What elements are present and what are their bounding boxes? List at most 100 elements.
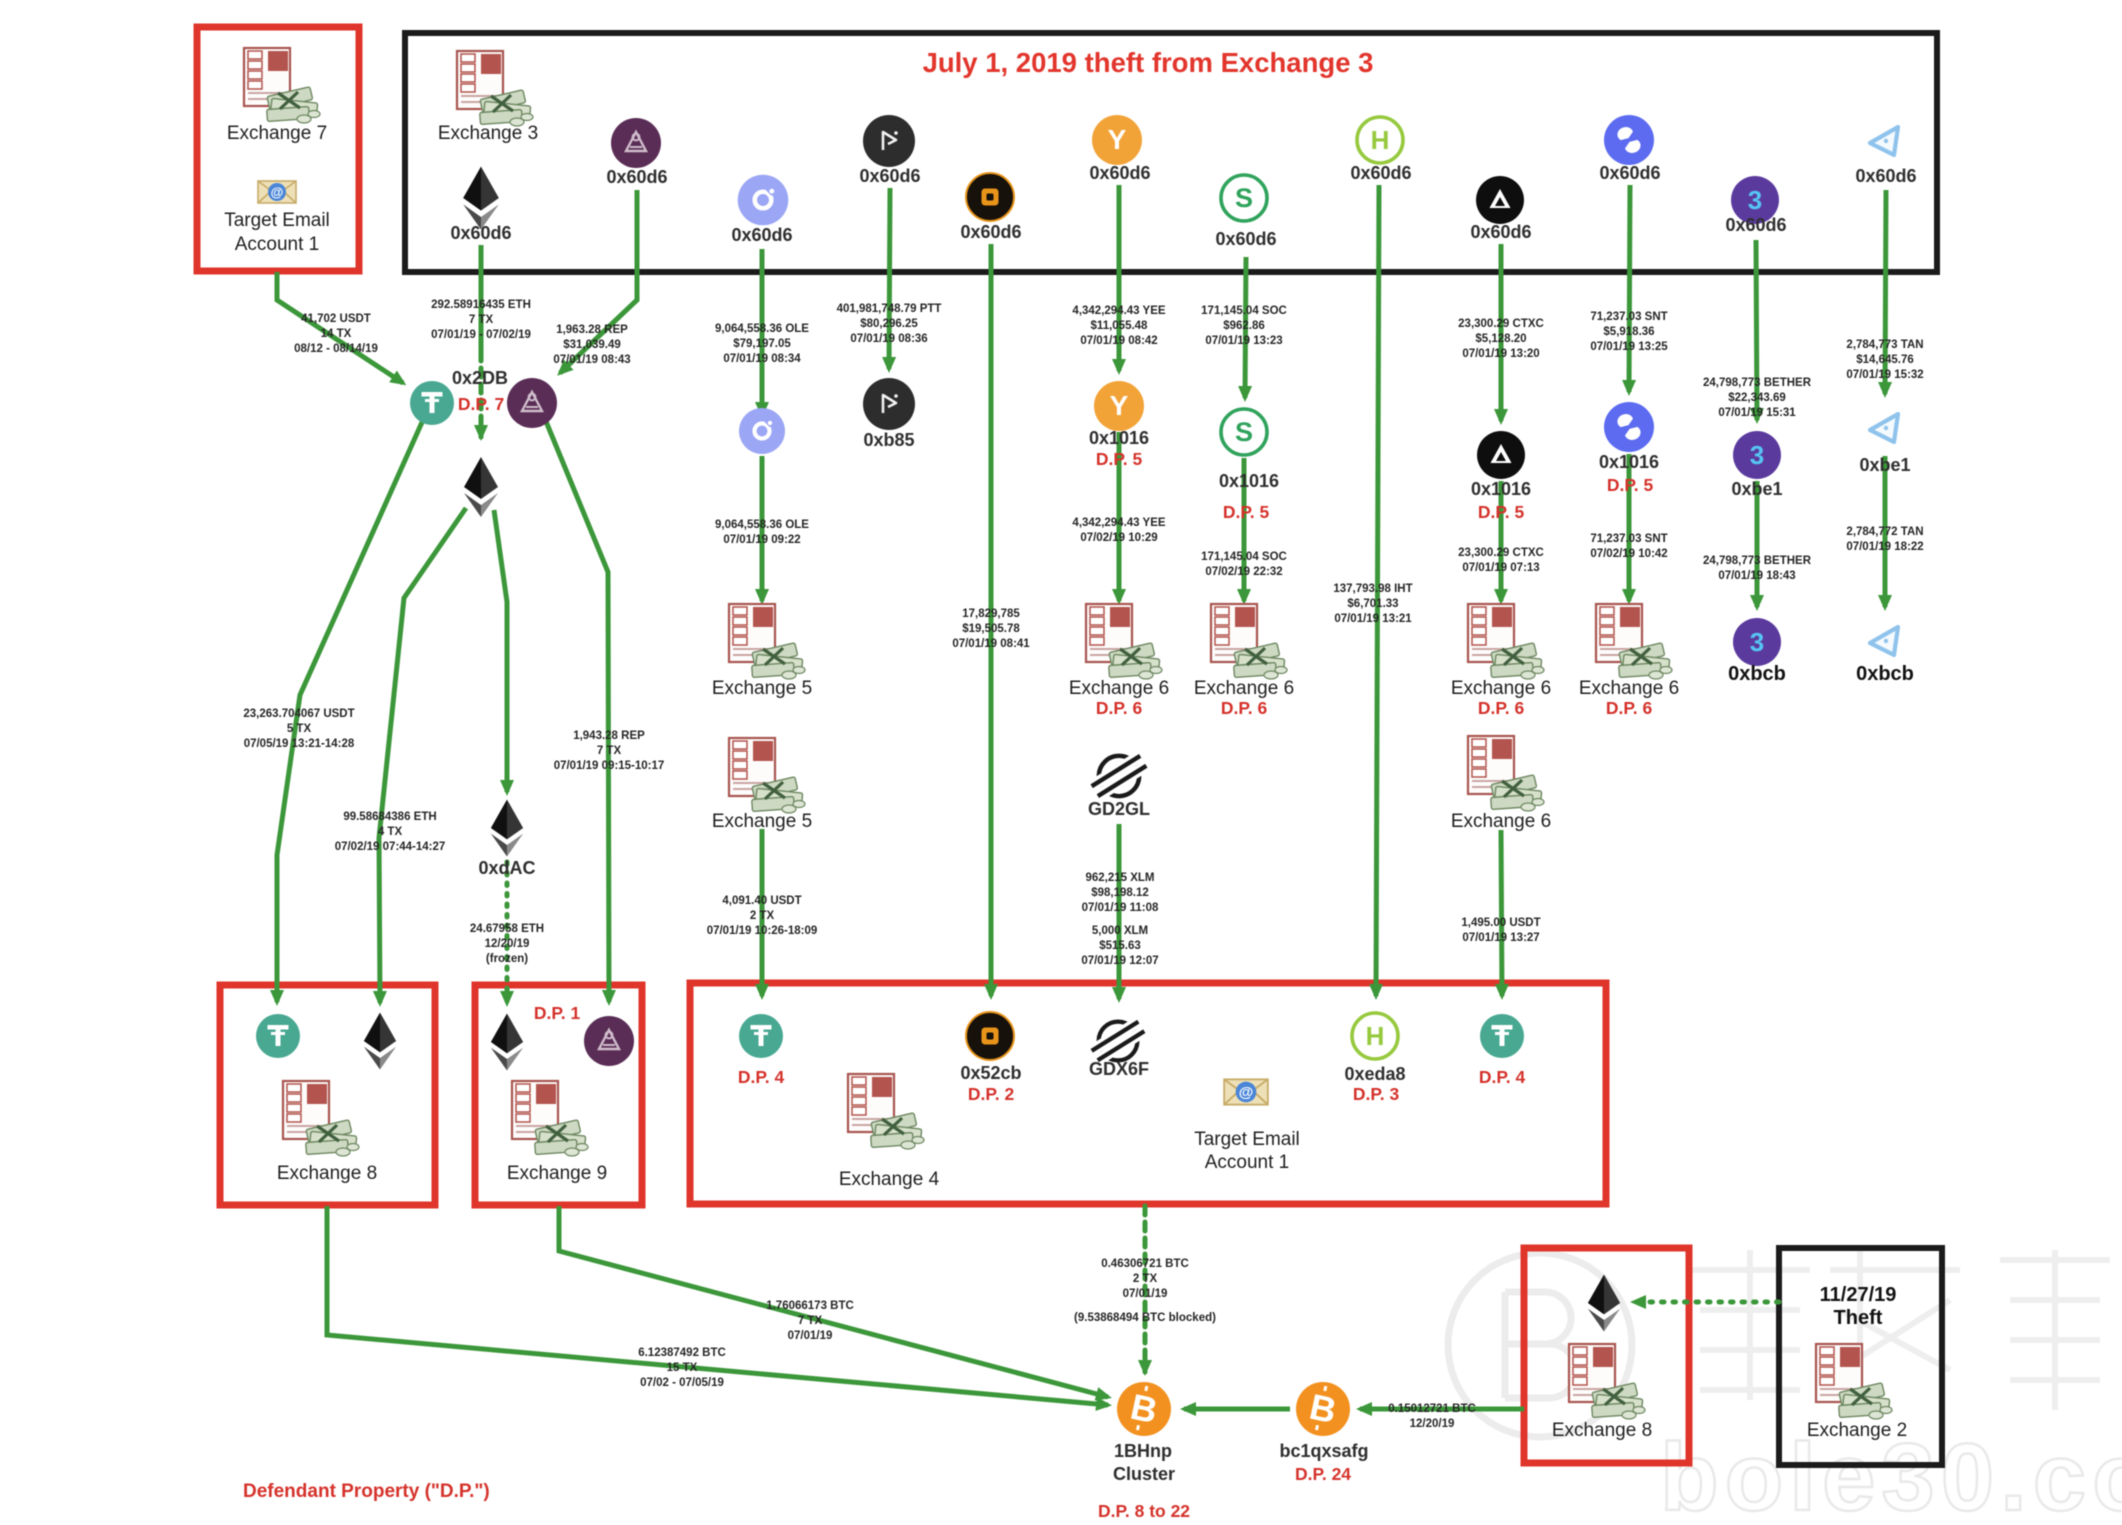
svg-text:$962.86: $962.86 — [1223, 320, 1265, 332]
svg-text:0x1016: 0x1016 — [1471, 479, 1531, 499]
svg-text:GDX6F: GDX6F — [1089, 1059, 1149, 1079]
svg-text:Exchange 3: Exchange 3 — [438, 123, 538, 144]
svg-text:07/02 - 07/05/19: 07/02 - 07/05/19 — [640, 1377, 724, 1389]
svg-text:Exchange 6: Exchange 6 — [1451, 811, 1551, 832]
svg-text:0x60d6: 0x60d6 — [1089, 163, 1150, 183]
svg-text:Exchange 5: Exchange 5 — [712, 678, 812, 699]
svg-text:(9.53868494 BTC blocked): (9.53868494 BTC blocked) — [1074, 1312, 1216, 1324]
svg-text:07/02/19 10:42: 07/02/19 10:42 — [1590, 548, 1667, 560]
svg-text:12/20/19: 12/20/19 — [485, 938, 530, 950]
svg-text:07/01/19 09:22: 07/01/19 09:22 — [723, 534, 800, 546]
svg-text:D.P. 4: D.P. 4 — [1479, 1067, 1526, 1087]
svg-text:1,963.28 REP: 1,963.28 REP — [556, 324, 628, 336]
svg-text:$6,701.33: $6,701.33 — [1347, 598, 1398, 610]
svg-text:D.P. 6: D.P. 6 — [1221, 698, 1268, 718]
svg-text:07/02/19 22:32: 07/02/19 22:32 — [1205, 566, 1282, 578]
svg-text:bc1qxsafg: bc1qxsafg — [1279, 1441, 1368, 1461]
svg-text:D.P. 6: D.P. 6 — [1478, 698, 1525, 718]
svg-text:137,793.98 IHT: 137,793.98 IHT — [1333, 583, 1412, 595]
svg-text:D.P. 8 to 22: D.P. 8 to 22 — [1098, 1501, 1190, 1520]
svg-text:0x60d6: 0x60d6 — [1215, 229, 1276, 249]
svg-text:07/01/19 - 07/02/19: 07/01/19 - 07/02/19 — [431, 329, 531, 341]
svg-text:Cluster: Cluster — [1113, 1464, 1175, 1484]
svg-text:July 1, 2019 theft from Exchan: July 1, 2019 theft from Exchange 3 — [923, 47, 1374, 78]
svg-text:Exchange 7: Exchange 7 — [227, 123, 327, 144]
svg-text:292.58916435 ETH: 292.58916435 ETH — [431, 299, 531, 311]
svg-text:0.46306721 BTC: 0.46306721 BTC — [1101, 1258, 1189, 1270]
svg-text:07/01/19 08:43: 07/01/19 08:43 — [553, 354, 630, 366]
svg-text:Exchange 6: Exchange 6 — [1451, 678, 1551, 699]
svg-text:07/01/19 13:27: 07/01/19 13:27 — [1462, 932, 1539, 944]
svg-text:Exchange 5: Exchange 5 — [712, 811, 812, 832]
svg-text:0x1016: 0x1016 — [1599, 452, 1659, 472]
svg-text:D.P. 1: D.P. 1 — [534, 1003, 581, 1023]
svg-text:1.76066173 BTC: 1.76066173 BTC — [766, 1300, 854, 1312]
svg-text:17,829,785: 17,829,785 — [962, 608, 1020, 620]
svg-text:Theft: Theft — [1834, 1307, 1883, 1329]
svg-text:24,798,773 BETHER: 24,798,773 BETHER — [1703, 555, 1812, 567]
svg-text:D.P. 5: D.P. 5 — [1096, 449, 1143, 469]
svg-text:07/01/19 09:15-10:17: 07/01/19 09:15-10:17 — [554, 760, 665, 772]
svg-text:D.P. 2: D.P. 2 — [968, 1084, 1015, 1104]
svg-text:14 TX: 14 TX — [321, 328, 352, 340]
svg-text:D.P. 5: D.P. 5 — [1478, 502, 1525, 522]
svg-text:0x60d6: 0x60d6 — [960, 222, 1021, 242]
svg-text:Exchange 9: Exchange 9 — [507, 1163, 607, 1184]
svg-text:08/12 - 08/14/19: 08/12 - 08/14/19 — [294, 343, 378, 355]
svg-text:$515.63: $515.63 — [1099, 940, 1141, 952]
svg-text:$11,055.48: $11,055.48 — [1091, 320, 1149, 332]
svg-text:Exchange 8: Exchange 8 — [1552, 1420, 1652, 1441]
svg-text:0xdAC: 0xdAC — [478, 858, 535, 878]
svg-text:2 TX: 2 TX — [750, 910, 775, 922]
svg-text:$5,128.20: $5,128.20 — [1475, 333, 1526, 345]
svg-text:Exchange 6: Exchange 6 — [1194, 678, 1294, 699]
svg-text:Account 1: Account 1 — [1205, 1152, 1290, 1173]
svg-text:24.67958 ETH: 24.67958 ETH — [470, 923, 544, 935]
svg-text:0xeda8: 0xeda8 — [1344, 1064, 1405, 1084]
svg-text:D.P. 5: D.P. 5 — [1223, 502, 1270, 522]
svg-text:D.P. 5: D.P. 5 — [1607, 475, 1654, 495]
svg-text:$19,505.78: $19,505.78 — [962, 623, 1020, 635]
svg-text:2,784,773 TAN: 2,784,773 TAN — [1846, 339, 1923, 351]
svg-text:0x60d6: 0x60d6 — [606, 167, 667, 187]
svg-text:(frozen): (frozen) — [486, 953, 528, 965]
svg-text:$5,918.36: $5,918.36 — [1603, 326, 1654, 338]
svg-text:07/01/19 12:07: 07/01/19 12:07 — [1081, 955, 1158, 967]
svg-text:0x1016: 0x1016 — [1089, 428, 1149, 448]
svg-text:24,798,773 BETHER: 24,798,773 BETHER — [1703, 377, 1812, 389]
svg-text:07/05/19 13:21-14:28: 07/05/19 13:21-14:28 — [244, 738, 355, 750]
svg-text:D.P. 24: D.P. 24 — [1295, 1464, 1351, 1484]
svg-text:Exchange 2: Exchange 2 — [1807, 1420, 1907, 1441]
svg-text:171,145.04 SOC: 171,145.04 SOC — [1201, 551, 1287, 563]
svg-text:Target Email: Target Email — [224, 210, 330, 231]
svg-text:0x60d6: 0x60d6 — [1855, 166, 1916, 186]
svg-text:0x60d6: 0x60d6 — [859, 166, 920, 186]
svg-text:7 TX: 7 TX — [469, 314, 494, 326]
svg-text:07/01/19 13:20: 07/01/19 13:20 — [1462, 348, 1539, 360]
svg-text:07/01/19 08:36: 07/01/19 08:36 — [850, 333, 927, 345]
svg-text:0xb85: 0xb85 — [863, 430, 914, 450]
svg-text:D.P. 7: D.P. 7 — [458, 394, 504, 414]
svg-text:0x60d6: 0x60d6 — [1725, 215, 1786, 235]
svg-text:07/01/19 13:21: 07/01/19 13:21 — [1334, 613, 1412, 625]
svg-text:Exchange 8: Exchange 8 — [277, 1163, 377, 1184]
svg-text:$98,198.12: $98,198.12 — [1091, 887, 1149, 899]
svg-text:07/02/19 07:44-14:27: 07/02/19 07:44-14:27 — [335, 841, 446, 853]
svg-text:0x60d6: 0x60d6 — [1599, 163, 1660, 183]
svg-text:Account 1: Account 1 — [235, 234, 320, 255]
svg-text:23,300.29 CTXC: 23,300.29 CTXC — [1458, 318, 1544, 330]
svg-text:07/01/19 08:42: 07/01/19 08:42 — [1080, 335, 1157, 347]
svg-text:7 TX: 7 TX — [597, 745, 622, 757]
svg-text:11/27/19: 11/27/19 — [1820, 1284, 1897, 1306]
svg-text:D.P. 6: D.P. 6 — [1096, 698, 1143, 718]
svg-text:Defendant Property ("D.P."): Defendant Property ("D.P.") — [243, 1481, 490, 1502]
svg-text:0x60d6: 0x60d6 — [731, 225, 792, 245]
svg-text:$14,645.76: $14,645.76 — [1856, 354, 1914, 366]
svg-text:4,342,294.43 YEE: 4,342,294.43 YEE — [1072, 517, 1165, 529]
svg-text:$22,343.69: $22,343.69 — [1728, 392, 1786, 404]
svg-text:23,263.704067 USDT: 23,263.704067 USDT — [243, 708, 354, 720]
svg-text:07/01/19 07:13: 07/01/19 07:13 — [1462, 562, 1539, 574]
svg-text:07/01/19 15:32: 07/01/19 15:32 — [1846, 369, 1923, 381]
svg-text:Exchange 4: Exchange 4 — [839, 1169, 940, 1190]
svg-text:962,215 XLM: 962,215 XLM — [1085, 872, 1154, 884]
